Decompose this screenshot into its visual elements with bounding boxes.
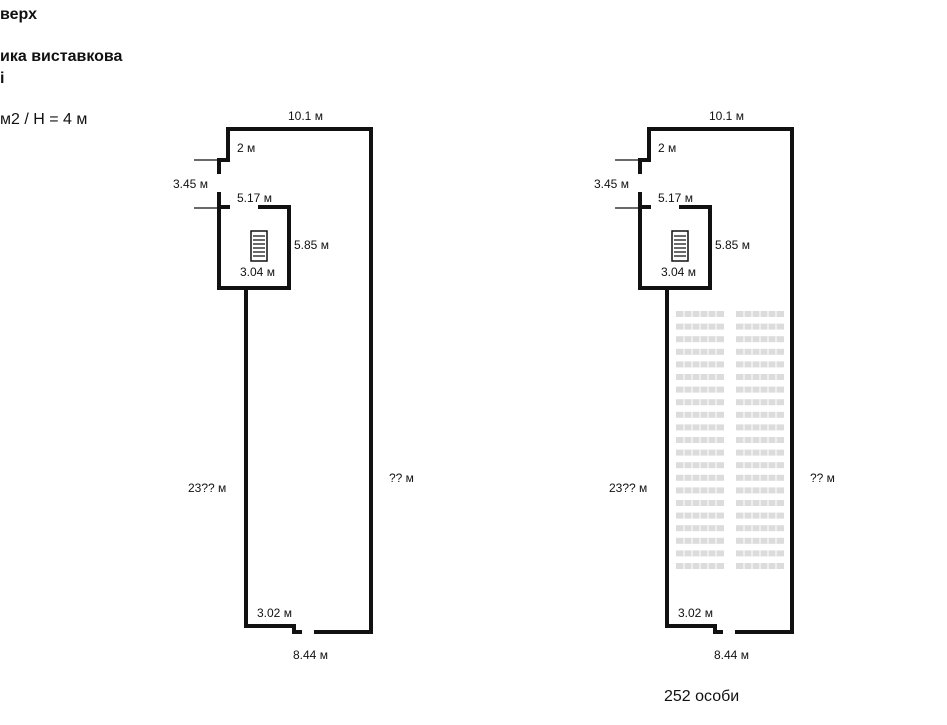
stair-room-wall xyxy=(638,205,712,290)
dim-stair-bottom: 3.04 м xyxy=(240,265,275,279)
door-jog xyxy=(292,624,302,634)
area-height-label: м2 / H = 4 м xyxy=(0,111,88,128)
dim-bottom: 8.44 м xyxy=(293,648,328,662)
dim-stair-top: 5.17 м xyxy=(237,191,272,205)
stair-icon xyxy=(671,230,689,262)
dim-left-long: 23?? м xyxy=(609,481,647,495)
dim-left-long: 23?? м xyxy=(188,481,226,495)
hall-title: ика виставкова xyxy=(0,48,123,65)
dim-stair-bottom: 3.04 м xyxy=(661,265,696,279)
dim-top: 10.1 м xyxy=(288,109,323,123)
dim-notch-side: 3.45 м xyxy=(173,177,208,191)
dim-notch-top: 2 м xyxy=(237,141,255,155)
door-jog xyxy=(713,624,723,634)
dim-bottom-small: 3.02 м xyxy=(678,606,713,620)
dim-stair-right: 5.85 м xyxy=(294,238,329,252)
floor-title: верх xyxy=(0,6,37,23)
hall-subtitle: і xyxy=(0,70,5,87)
dim-right-long: ?? м xyxy=(810,471,835,485)
stair-icon xyxy=(250,230,268,262)
dim-stair-top: 5.17 м xyxy=(658,191,693,205)
floor-plan-empty: 10.1 м 2 м 3.45 м 5.17 м 5.85 м 3.04 м 2… xyxy=(173,109,414,662)
dim-bottom: 8.44 м xyxy=(714,648,749,662)
dim-notch-side: 3.45 м xyxy=(594,177,629,191)
floor-plan-with-seating: 10.1 м 2 м 3.45 м 5.17 м 5.85 м 3.04 м 2… xyxy=(594,109,835,705)
seating-layout xyxy=(676,311,784,569)
dim-bottom-small: 3.02 м xyxy=(257,606,292,620)
dim-stair-right: 5.85 м xyxy=(715,238,750,252)
dim-right-long: ?? м xyxy=(389,471,414,485)
stair-room-wall xyxy=(217,205,291,290)
dim-notch-top: 2 м xyxy=(658,141,676,155)
capacity-label: 252 особи xyxy=(664,688,739,705)
dim-top: 10.1 м xyxy=(709,109,744,123)
